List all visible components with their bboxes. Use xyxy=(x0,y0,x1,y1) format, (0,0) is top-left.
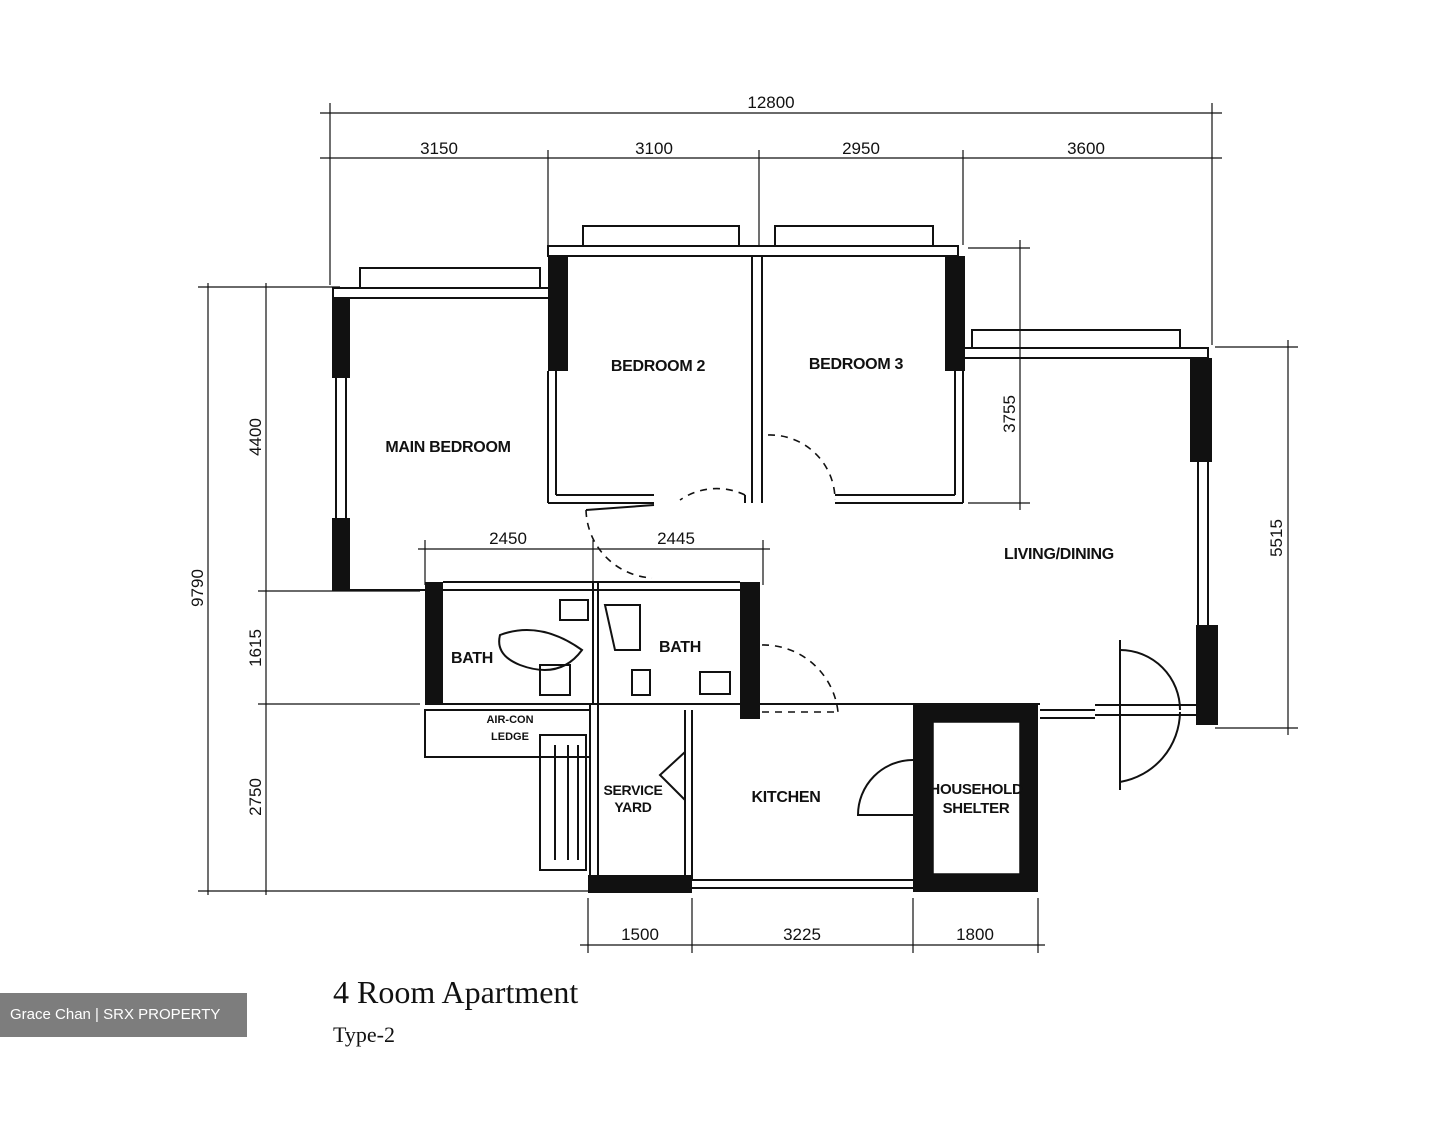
label-bedroom-2: BEDROOM 2 xyxy=(611,358,706,375)
dim-top-seg-1: 3150 xyxy=(420,139,458,158)
dim-top-seg-3: 2950 xyxy=(842,139,880,158)
right-dimensions: 5515 3755 xyxy=(968,240,1298,735)
dim-living-depth: 3755 xyxy=(1000,395,1019,433)
plan-title: 4 Room Apartment xyxy=(333,974,579,1010)
watermark: Grace Chan | SRX PROPERTY xyxy=(0,993,247,1037)
dim-right-total: 5515 xyxy=(1267,519,1286,557)
dim-left-overall: 9790 xyxy=(188,569,207,607)
label-kitchen: KITCHEN xyxy=(751,789,820,806)
dim-top-seg-2: 3100 xyxy=(635,139,673,158)
top-dimensions: 12800 3150 3100 2950 3600 xyxy=(320,93,1222,345)
doors xyxy=(585,434,1181,816)
plan-subtitle: Type-2 xyxy=(333,1022,395,1047)
label-bedroom-3: BEDROOM 3 xyxy=(809,356,904,373)
label-shelter-2: SHELTER xyxy=(943,800,1010,817)
bath-dimensions: 2450 2445 xyxy=(418,529,770,585)
bottom-dimensions: 1500 3225 1800 xyxy=(580,898,1045,953)
label-aircon-1: AIR-CON xyxy=(486,714,533,726)
label-bath-1: BATH xyxy=(451,650,493,667)
dim-left-seg-3: 2750 xyxy=(246,778,265,816)
dim-top-seg-4: 3600 xyxy=(1067,139,1105,158)
dim-left-seg-1: 4400 xyxy=(246,418,265,456)
dim-bottom-seg-2: 3225 xyxy=(783,925,821,944)
label-main-bedroom: MAIN BEDROOM xyxy=(385,439,510,456)
dim-bottom-seg-1: 1500 xyxy=(621,925,659,944)
bath-fixtures xyxy=(498,599,731,696)
label-service-2: YARD xyxy=(614,799,651,815)
window-ledges xyxy=(332,225,1209,359)
label-aircon-2: LEDGE xyxy=(491,731,529,743)
label-service-1: SERVICE xyxy=(603,782,662,798)
dim-bottom-seg-3: 1800 xyxy=(956,925,994,944)
label-living-dining: LIVING/DINING xyxy=(1004,546,1114,563)
dim-overall-width: 12800 xyxy=(747,93,794,112)
dim-bath-seg-2: 2445 xyxy=(657,529,695,548)
dim-bath-seg-1: 2450 xyxy=(489,529,527,548)
label-bath-2: BATH xyxy=(659,639,701,656)
walls xyxy=(332,256,1218,893)
room-labels: MAIN BEDROOM BEDROOM 2 BEDROOM 3 LIVING/… xyxy=(385,356,1114,817)
label-shelter-1: HOUSEHOLD xyxy=(929,781,1023,798)
dim-left-seg-2: 1615 xyxy=(246,629,265,667)
